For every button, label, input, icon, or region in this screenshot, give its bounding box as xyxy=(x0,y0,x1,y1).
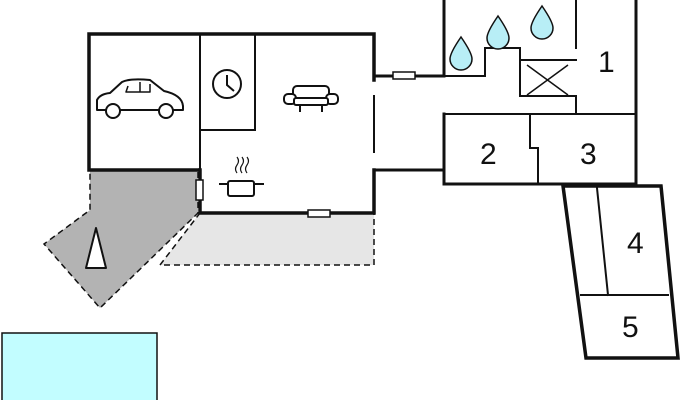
terrace-dark xyxy=(42,169,199,310)
water-drop-icon xyxy=(449,35,473,71)
east-wing-walls xyxy=(442,0,638,186)
room-5-label: 5 xyxy=(622,311,639,344)
room-3-label: 3 xyxy=(580,138,597,171)
crossed-box-icon xyxy=(526,64,569,96)
clock-icon xyxy=(212,69,242,99)
corridor-walls xyxy=(374,74,444,172)
room-4-label: 4 xyxy=(627,227,644,260)
water-drop-icon xyxy=(486,14,510,50)
cooking-pot-icon xyxy=(219,156,264,197)
pool xyxy=(1,332,158,400)
car-icon xyxy=(96,78,184,119)
tent-icon xyxy=(85,227,107,269)
water-drop-icon xyxy=(530,4,554,40)
room-2-label: 2 xyxy=(480,138,497,171)
sofa-icon xyxy=(283,85,339,112)
terrace-light xyxy=(158,212,375,266)
window-marks xyxy=(195,71,416,218)
room-1-label: 1 xyxy=(598,46,615,79)
south-east-wing-walls xyxy=(561,184,680,360)
